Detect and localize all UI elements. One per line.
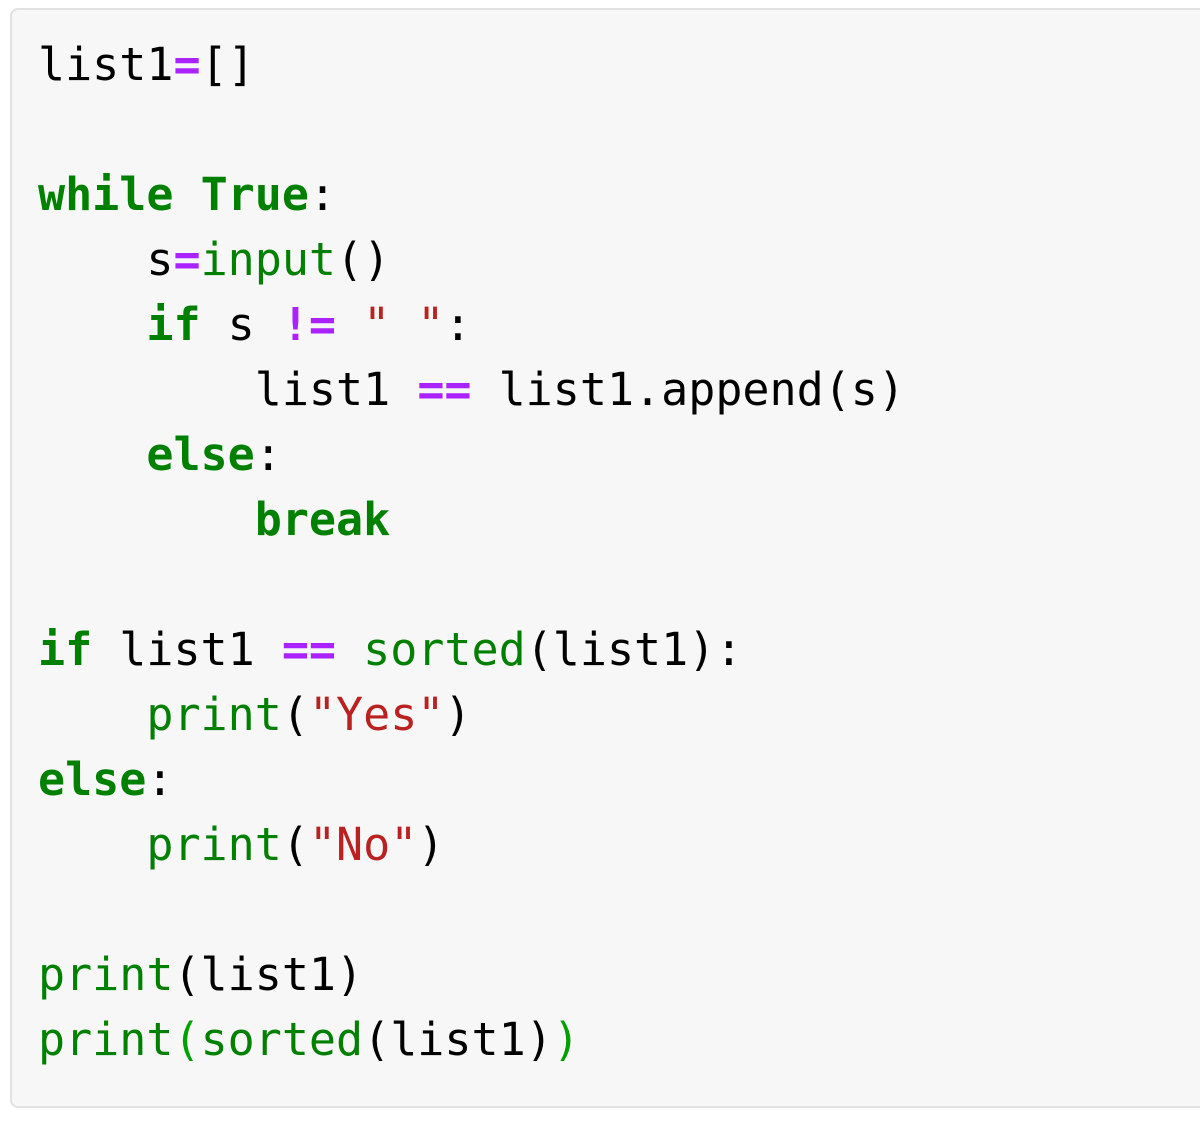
code-token-op: != <box>281 298 337 351</box>
code-token-op: == <box>417 363 472 416</box>
code-token-plain <box>38 818 146 871</box>
code-line: ​ <box>38 877 1200 942</box>
code-token-kw: True <box>200 168 309 221</box>
code-block: list1=[]​while True: s=input() if s != "… <box>10 8 1200 1108</box>
code-token-builtin: print <box>38 948 174 1001</box>
code-line: print(list1) <box>38 942 1200 1007</box>
code-token-plain: [] <box>200 38 255 91</box>
code-token-builtin: sorted <box>200 1013 364 1066</box>
code-token-plain: (list1) <box>363 1013 553 1066</box>
code-token-plain: list1 <box>254 363 418 416</box>
code-token-kw: if <box>146 298 201 351</box>
code-listing[interactable]: list1=[]​while True: s=input() if s != "… <box>38 32 1200 1072</box>
code-token-plain: : <box>308 168 337 221</box>
code-token-builtin: input <box>200 233 337 286</box>
code-token-green: ( <box>173 1013 201 1066</box>
code-token-plain <box>336 298 363 351</box>
code-token-plain: : <box>146 753 174 806</box>
code-line: list1=[] <box>38 32 1200 97</box>
code-token-plain: (list1) <box>173 948 364 1001</box>
code-line: s=input() <box>38 227 1200 292</box>
code-token-op: == <box>281 623 337 676</box>
code-token-plain: list1 <box>92 623 282 676</box>
code-token-kw: break <box>254 493 391 546</box>
code-token-str: " " <box>363 298 445 351</box>
code-line: print(sorted(list1)) <box>38 1007 1200 1072</box>
code-line: print("No") <box>38 812 1200 877</box>
code-line: else: <box>38 747 1200 812</box>
code-token-plain <box>173 168 200 221</box>
code-token-plain: list1 <box>38 38 174 91</box>
code-line: break <box>38 487 1200 552</box>
code-line: if s != " ": <box>38 292 1200 357</box>
code-token-plain: ) <box>417 818 445 871</box>
code-token-op: = <box>173 38 201 91</box>
code-token-plain: () <box>336 233 391 286</box>
code-line: else: <box>38 422 1200 487</box>
code-token-plain: s <box>146 233 174 286</box>
code-token-builtin: print <box>146 688 282 741</box>
code-token-plain: ( <box>281 818 309 871</box>
code-token-plain <box>38 688 146 741</box>
code-token-kw: while <box>38 168 174 221</box>
code-token-plain: list1.append(s) <box>471 363 905 416</box>
code-token-plain <box>38 493 255 546</box>
code-token-plain: s <box>200 298 282 351</box>
code-token-plain: : <box>444 298 472 351</box>
code-token-builtin: print <box>146 818 282 871</box>
code-token-op: = <box>173 233 201 286</box>
code-line: while True: <box>38 162 1200 227</box>
code-token-plain: : <box>254 428 282 481</box>
code-token-plain <box>38 298 146 351</box>
code-token-str: "No" <box>308 818 418 871</box>
code-token-plain <box>336 623 363 676</box>
code-token-str: "Yes" <box>308 688 445 741</box>
code-line: if list1 == sorted(list1): <box>38 617 1200 682</box>
code-token-kw: else <box>38 753 147 806</box>
code-line: ​ <box>38 552 1200 617</box>
code-token-green: ) <box>552 1013 580 1066</box>
code-token-builtin: sorted <box>363 623 526 676</box>
code-line: list1 == list1.append(s) <box>38 357 1200 422</box>
code-token-plain: ) <box>444 688 472 741</box>
code-token-kw: if <box>38 623 93 676</box>
code-line: ​ <box>38 97 1200 162</box>
code-token-plain: (list1): <box>525 623 743 676</box>
code-token-kw: else <box>146 428 255 481</box>
code-token-builtin: print <box>38 1013 174 1066</box>
code-token-plain <box>38 428 146 481</box>
code-token-plain <box>38 233 146 286</box>
code-token-plain <box>38 363 255 416</box>
code-token-plain: ( <box>281 688 309 741</box>
code-line: print("Yes") <box>38 682 1200 747</box>
